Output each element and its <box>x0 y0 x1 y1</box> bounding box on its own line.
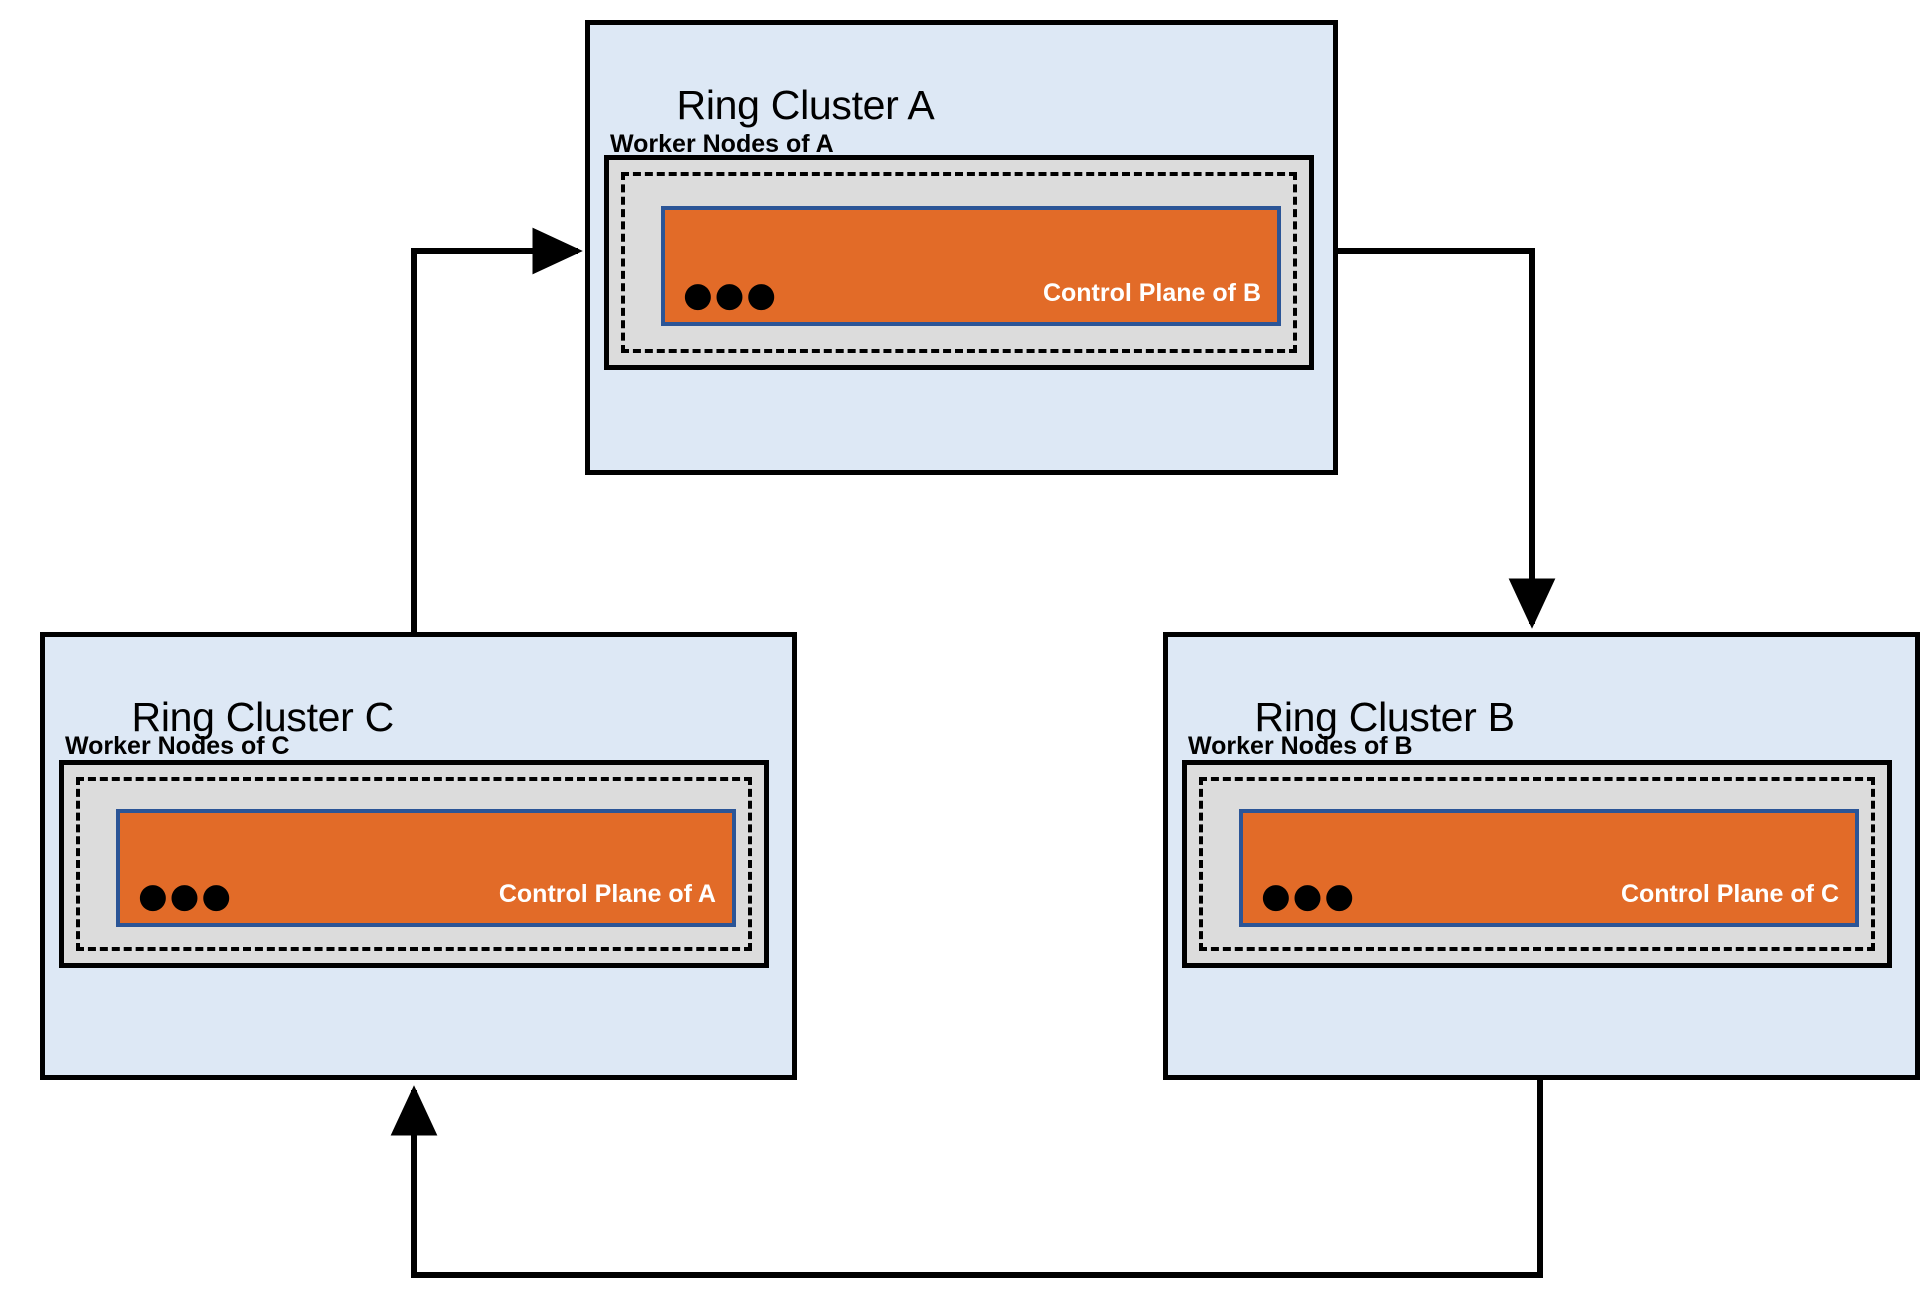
cluster-a-control-plane-label: Control Plane of B <box>1042 279 1261 307</box>
cluster-c-title: Ring Cluster C <box>131 694 395 740</box>
cluster-b-title: Ring Cluster B <box>1254 694 1515 740</box>
connector-b-to-c <box>390 1080 1543 1278</box>
cluster-c-worker-nodes-box: ●●● Control Plane of A <box>59 760 769 968</box>
cluster-c-worker-nodes-dashed-boundary: ●●● Control Plane of A <box>76 777 752 951</box>
ring-cluster-c[interactable]: Ring Cluster C (seed cluster for A) Work… <box>40 632 797 1080</box>
ring-cluster-b[interactable]: Ring Cluster B (seed cluster for C) Work… <box>1163 632 1920 1080</box>
cluster-a-worker-nodes-dashed-boundary: ●●● Control Plane of B <box>621 172 1297 353</box>
cluster-b-worker-nodes-dashed-boundary: ●●● Control Plane of C <box>1199 777 1875 951</box>
cluster-a-worker-nodes-box: ●●● Control Plane of B <box>604 155 1314 370</box>
ellipsis-icon: ●●● <box>683 275 779 315</box>
cluster-b-worker-nodes-box: ●●● Control Plane of C <box>1182 760 1892 968</box>
cluster-a-control-plane-box[interactable]: ●●● Control Plane of B <box>661 206 1281 326</box>
cluster-c-control-plane-label: Control Plane of A <box>498 880 716 908</box>
cluster-a-worker-nodes-label: Worker Nodes of A <box>610 130 834 158</box>
ellipsis-icon: ●●● <box>138 876 234 916</box>
ring-cluster-a[interactable]: Ring Cluster A (seed cluster for B) Work… <box>585 20 1338 475</box>
connector-a-to-b <box>1338 248 1556 629</box>
cluster-c-control-plane-box[interactable]: ●●● Control Plane of A <box>116 809 736 927</box>
cluster-b-worker-nodes-label: Worker Nodes of B <box>1188 732 1413 760</box>
cluster-c-worker-nodes-label: Worker Nodes of C <box>65 732 290 760</box>
cluster-b-control-plane-label: Control Plane of C <box>1620 880 1839 908</box>
ellipsis-icon: ●●● <box>1261 876 1357 916</box>
cluster-a-title: Ring Cluster A <box>676 82 935 128</box>
connector-c-to-a <box>411 227 583 632</box>
cluster-b-control-plane-box[interactable]: ●●● Control Plane of C <box>1239 809 1859 927</box>
